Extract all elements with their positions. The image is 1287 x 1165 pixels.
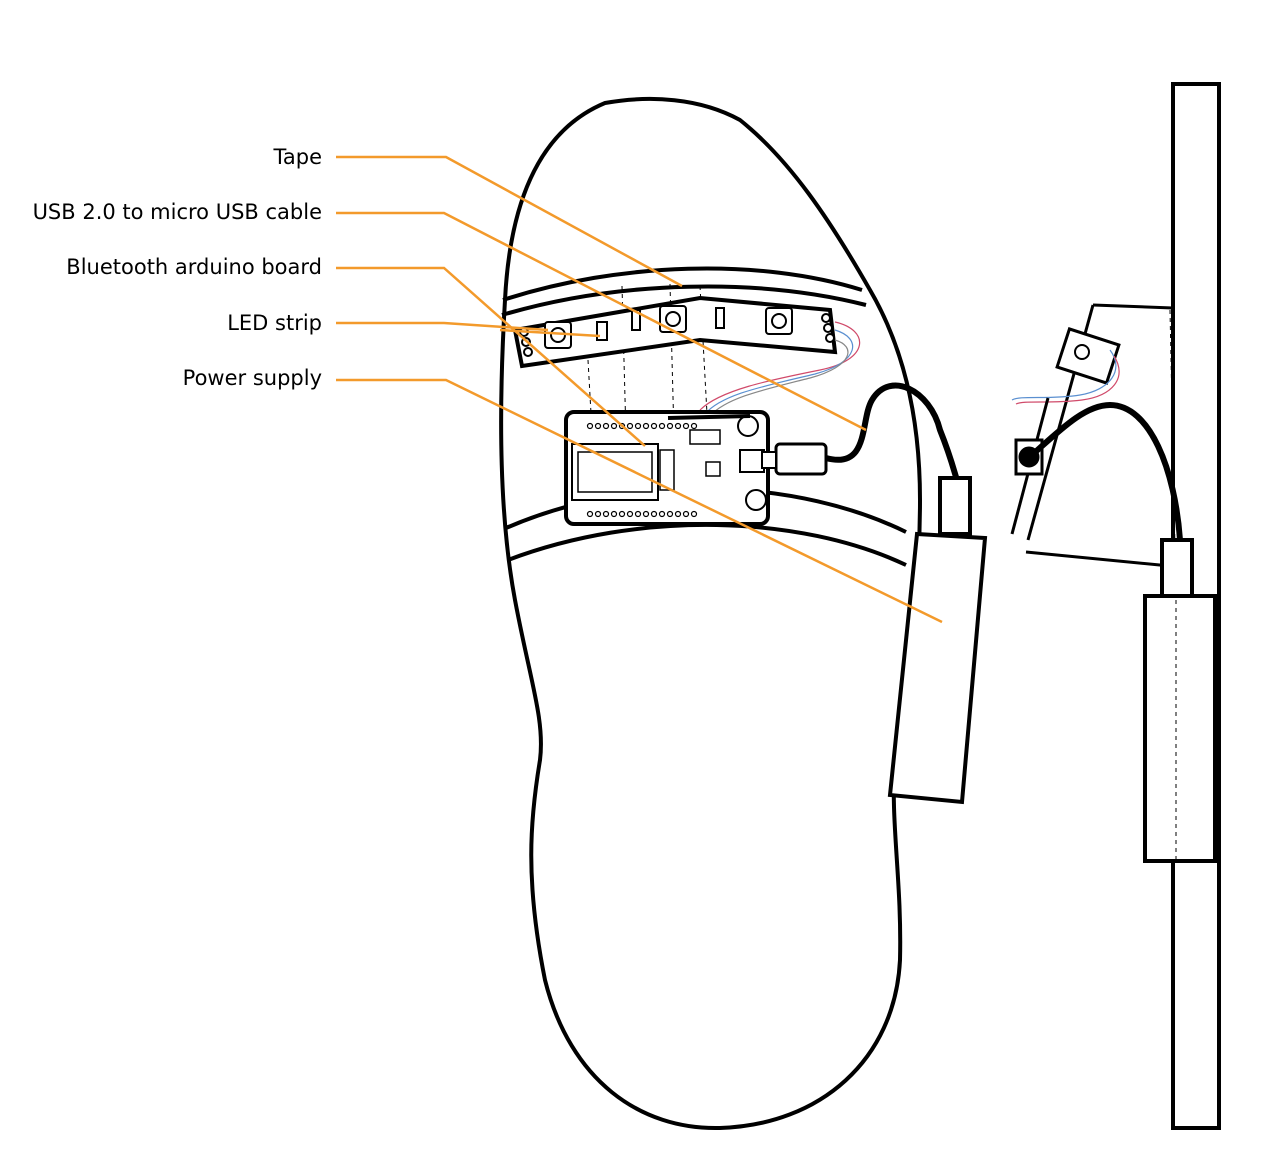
board-pin <box>668 424 673 429</box>
callout-label-power-supply: Power supply <box>183 366 322 390</box>
usb-cable-drawing <box>762 386 957 480</box>
callout-label-led-strip: LED strip <box>227 311 322 335</box>
callout-label-usb-cable: USB 2.0 to micro USB cable <box>33 200 322 224</box>
board-pin <box>676 512 681 517</box>
strap-bottom-edge-2 <box>508 525 906 565</box>
board-pin <box>620 512 625 517</box>
board-pin <box>604 424 609 429</box>
board-pin <box>604 512 609 517</box>
board-pin <box>612 424 617 429</box>
side-view-led <box>1057 329 1119 383</box>
power-supply-drawing <box>890 478 985 802</box>
board-pin <box>684 512 689 517</box>
board-pin <box>644 424 649 429</box>
board-pin <box>628 424 633 429</box>
board-pin <box>644 512 649 517</box>
usb-cable-wire <box>826 386 957 480</box>
board-pin <box>636 424 641 429</box>
board-pin <box>676 424 681 429</box>
board-pin <box>652 424 657 429</box>
board-pin <box>660 512 665 517</box>
board-pin <box>652 512 657 517</box>
board-pin <box>684 424 689 429</box>
board-pin <box>612 512 617 517</box>
leader-led-strip <box>336 323 548 330</box>
side-view-board <box>1012 398 1048 534</box>
board-pin <box>588 512 593 517</box>
board-pin <box>596 424 601 429</box>
board-pin <box>636 512 641 517</box>
side-view-cable <box>1032 405 1180 540</box>
board-pin <box>596 512 601 517</box>
callout-label-tape: Tape <box>274 145 322 169</box>
board-pin <box>588 424 593 429</box>
callout-leaders <box>336 157 942 622</box>
slipper-sole-outline <box>501 99 920 1128</box>
slipper-top-view <box>501 99 920 1128</box>
bluetooth-board-drawing <box>566 412 768 524</box>
board-pin <box>660 424 665 429</box>
board-pin <box>668 512 673 517</box>
board-pin <box>628 512 633 517</box>
board-pin <box>692 424 697 429</box>
board-pin <box>692 512 697 517</box>
callout-label-bluetooth-board: Bluetooth arduino board <box>66 255 322 279</box>
